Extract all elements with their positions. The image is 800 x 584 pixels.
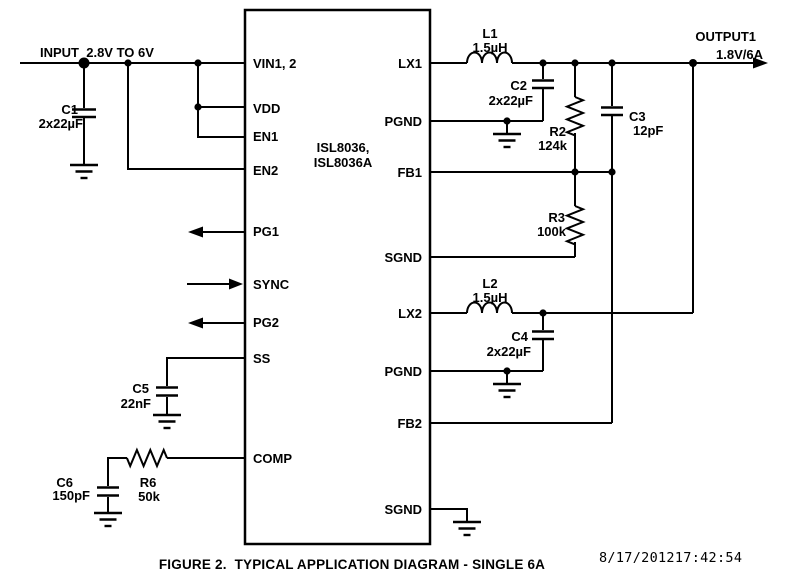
inductor-l2-value: 1.5µH [473,290,508,305]
pin-label-sgnd1: SGND [384,250,422,265]
capacitor-c5-value: 22nF [121,396,151,411]
sgnd2-wire [430,508,468,522]
inductor-l1-ref: L1 [482,26,497,41]
pg1-signal [188,226,245,238]
inductor-l1-symbol [466,51,513,64]
pgnd1-wire [430,120,543,134]
en2-net [127,63,245,170]
resistor-r3-value: 100k [537,224,567,239]
pin-label-lx2: LX2 [398,306,422,321]
pin-label-fb1: FB1 [397,165,422,180]
pin-label-lx1: LX1 [398,56,422,71]
pgnd1-net [430,117,543,149]
inductor-l2-symbol [466,301,513,314]
vdd-en1-net [194,63,245,138]
resistor-r2-value: 124k [538,138,568,153]
capacitor-c3: C3 12pF [601,63,663,172]
resistor-r6-symbol [125,447,168,469]
ground-icon [451,520,483,537]
capacitor-c6-ref: C6 [56,475,73,490]
ground-icon [491,382,523,399]
pin-label-comp: COMP [253,451,292,466]
capacitor-c4: C4 2x22µF [487,313,554,371]
pin-label-sgnd2: SGND [384,502,422,517]
pin-label-pg1: PG1 [253,224,279,239]
pin-label-fb2: FB2 [397,416,422,431]
lx1-output-net: L1 1.5µH OUTPUT1 1.8V/6A [430,26,768,69]
figure-caption: FIGURE 2. TYPICAL APPLICATION DIAGRAM - … [159,557,545,572]
capacitor-c1-ref: C1 [61,102,78,117]
ground-icon [68,163,100,180]
sgnd2-net [430,508,483,537]
input-label: INPUT 2.8V TO 6V [40,45,154,60]
fb1-net [430,168,616,176]
junction-dot [503,117,511,125]
ic-outline [243,8,432,546]
comp-c6-leads [107,457,127,513]
capacitor-c4-value: 2x22µF [487,344,531,359]
arrow-right-icon [229,278,243,290]
resistor-r2: R2 124k [538,63,586,172]
vdd-en1-wire [197,63,245,138]
capacitor-c2-ref: C2 [510,78,527,93]
ic-part-number-line1: ISL8036, [317,140,370,155]
ss-net-capacitor-c5: C5 22nF [121,357,245,430]
arrow-left-icon [188,226,203,238]
pin-label-vin12: VIN1, 2 [253,56,296,71]
capacitor-c6-value: 150pF [52,488,90,503]
input-net: INPUT 2.8V TO 6V [20,45,245,69]
pin-label-en1: EN1 [253,129,278,144]
sync-signal [187,278,243,290]
capacitor-c1-value: 2x22µF [39,116,83,131]
ground-icon [151,413,183,430]
capacitor-c3-ref: C3 [629,109,646,124]
pin-label-en2: EN2 [253,163,278,178]
capacitor-c2-value: 2x22µF [489,93,533,108]
capacitor-c5-ref: C5 [132,381,149,396]
capacitor-c4-ref: C4 [511,329,528,344]
resistor-r3-symbol [564,205,586,246]
inductor-l2-ref: L2 [482,276,497,291]
resistor-r6-ref: R6 [140,475,157,490]
capacitor-c3-value: 12pF [633,123,663,138]
pgnd2-wire [430,370,543,384]
junction-dot [503,367,511,375]
arrow-left-icon [188,317,203,329]
pin-label-sync: SYNC [253,277,290,292]
resistor-r2-symbol [564,96,586,137]
ic-part-number-line2: ISL8036A [314,155,373,170]
resistor-r3-ref: R3 [548,210,565,225]
resistor-r2-ref: R2 [549,124,566,139]
ground-icon [92,511,124,528]
ss-wire [166,357,245,415]
pin-label-vdd: VDD [253,101,280,116]
en2-wire [127,63,245,170]
comp-net: C6 150pF R6 50k [52,447,245,528]
capacitor-c2: C2 2x22µF [489,63,554,121]
pgnd2-net [430,367,543,399]
arrow-right-icon [753,57,768,69]
resistor-r3: R3 100k [537,172,586,257]
inductor-l1-value: 1.5µH [473,40,508,55]
lx2-net: L2 1.5µH [430,276,693,317]
resistor-r6-value: 50k [138,489,160,504]
output-label: OUTPUT1 [695,29,756,44]
pg2-signal [188,317,245,329]
ground-icon [491,132,523,149]
capacitor-c1: C1 2x22µF [39,63,100,180]
pin-label-pgnd1: PGND [384,114,422,129]
pin-label-pgnd2: PGND [384,364,422,379]
pin-label-ss: SS [253,351,271,366]
output-rating: 1.8V/6A [716,47,764,62]
junction-dot [194,103,202,111]
pin-label-pg2: PG2 [253,315,279,330]
timestamp: 8/17/201217:42:54 [599,550,742,566]
